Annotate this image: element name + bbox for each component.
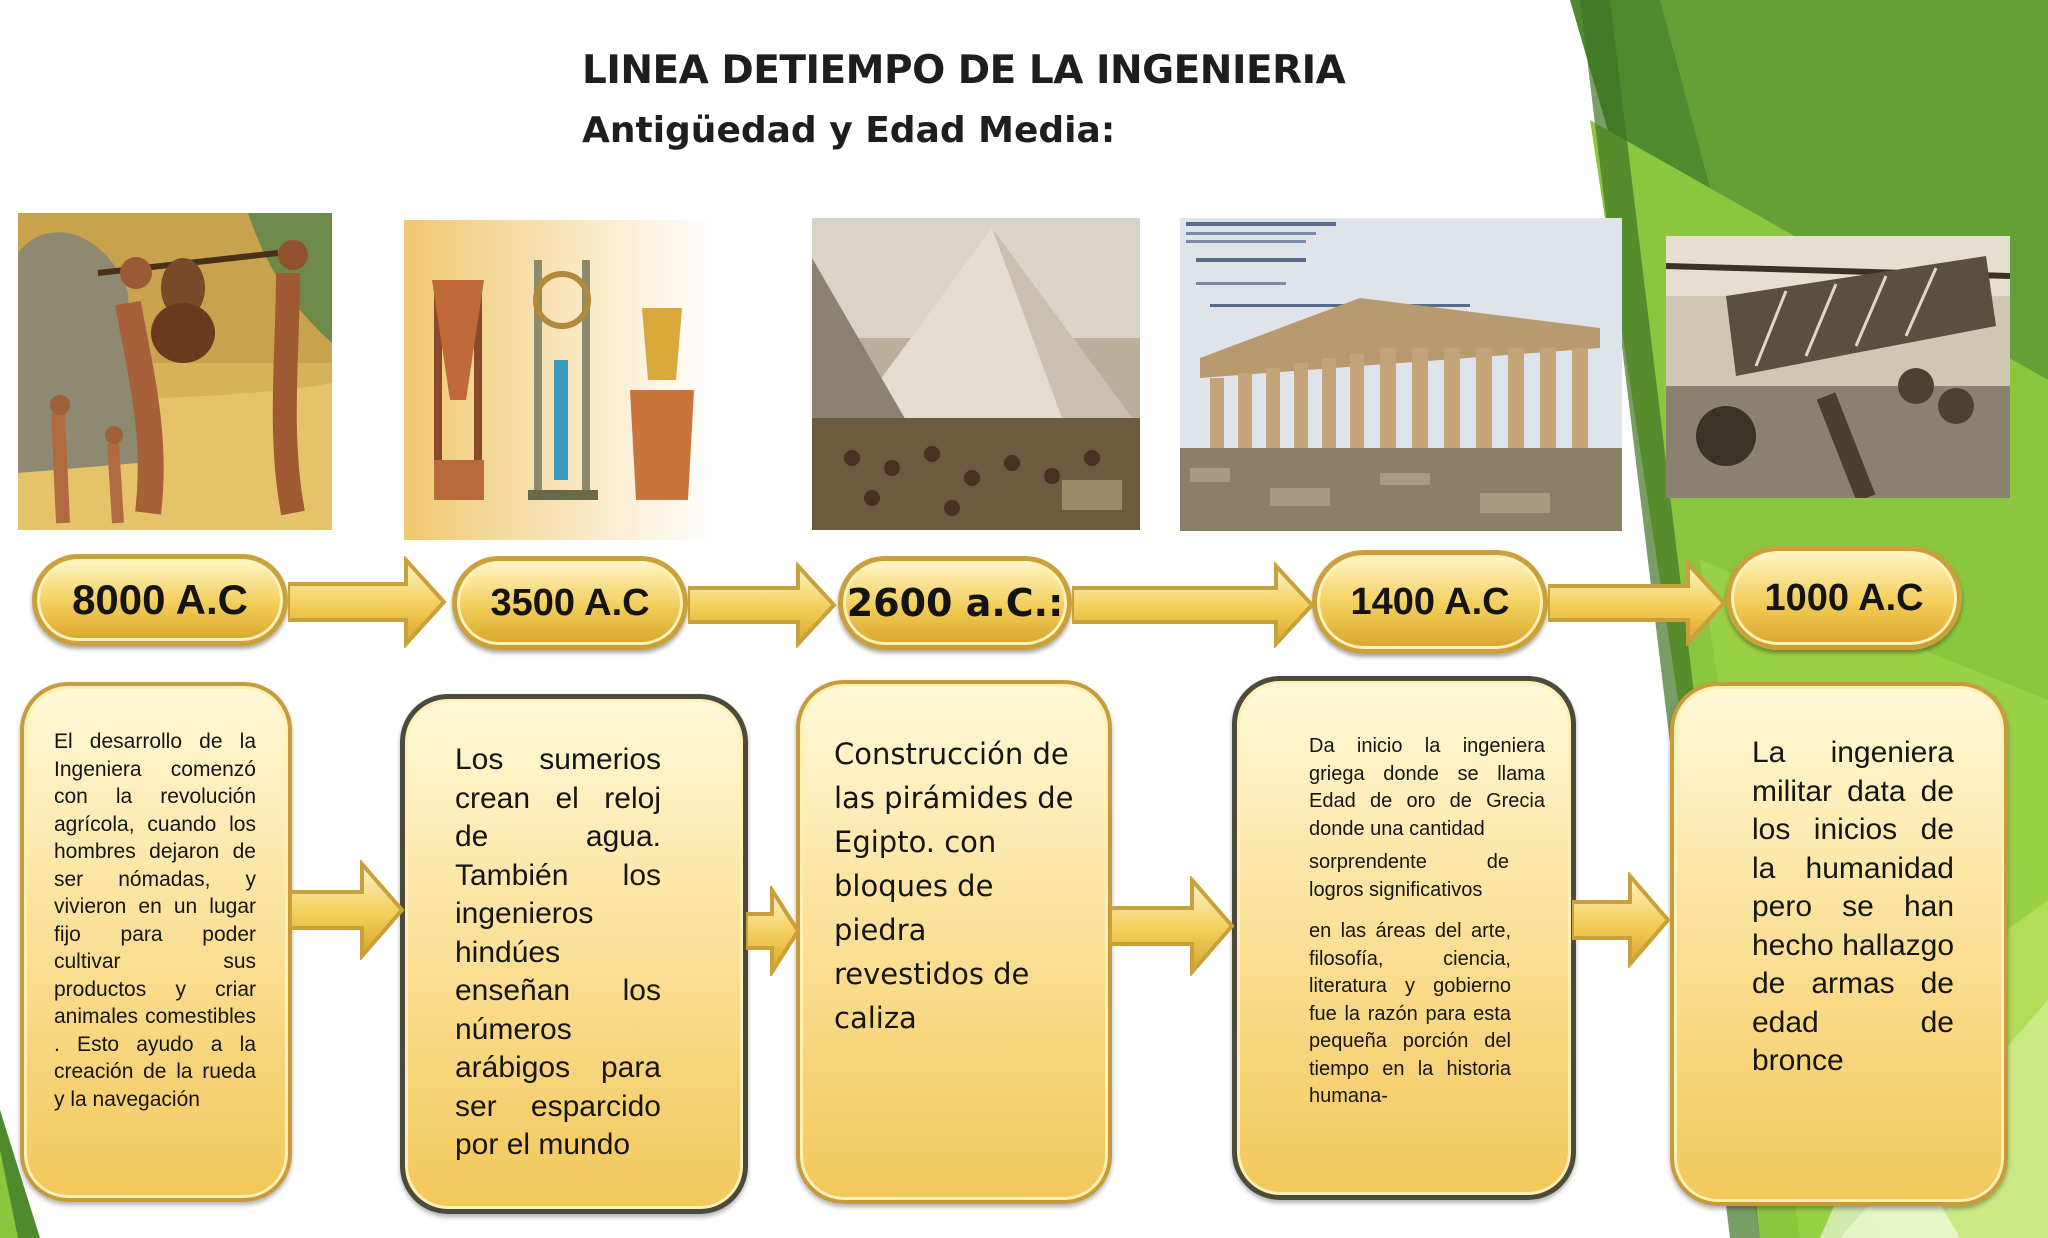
- connector-arrow: [290, 860, 405, 960]
- description-text: Los sumerios crean el reloj de agua. Tam…: [455, 743, 661, 1161]
- date-pill-2600: 2600 a.C.:: [838, 556, 1072, 650]
- description-part: en las áreas del arte, filosofía, cienci…: [1309, 920, 1511, 1107]
- pyramid-construction-image: [812, 218, 1140, 530]
- description-text: El desarrollo de la Ingeniera comenzó co…: [54, 730, 256, 1111]
- page-subtitle: Antigüedad y Edad Media:: [582, 110, 1116, 151]
- date-pill-1000: 1000 A.C: [1726, 546, 1962, 650]
- timeline-arrow: [288, 556, 447, 648]
- date-label: 8000 A.C: [72, 576, 248, 623]
- connector-arrow: [746, 886, 801, 976]
- timeline-arrow: [1548, 560, 1727, 646]
- date-label: 1400 A.C: [1350, 580, 1510, 623]
- page-title: LINEA DETIEMPO DE LA INGENIERIA: [582, 48, 1346, 93]
- date-label: 1000 A.C: [1764, 576, 1924, 619]
- description-text: Da inicio la ingeniera griega donde se l…: [1309, 733, 1545, 1111]
- date-label: 2600 a.C.:: [846, 581, 1064, 625]
- description-card-1400: Da inicio la ingeniera griega donde se l…: [1232, 676, 1576, 1200]
- description-part: sorprendente de logros significativos: [1309, 851, 1509, 901]
- timeline-arrow: [1072, 562, 1315, 648]
- parthenon-image: [1180, 218, 1622, 531]
- date-pill-3500: 3500 A.C: [452, 556, 688, 650]
- description-card-1000: La ingeniera militar data de los inicios…: [1670, 682, 2008, 1206]
- water-clocks-image: [404, 220, 712, 540]
- date-pill-8000: 8000 A.C: [32, 554, 288, 646]
- description-part: Da inicio la ingeniera griega donde se l…: [1309, 735, 1545, 840]
- date-label: 3500 A.C: [490, 581, 650, 624]
- connector-arrow: [1110, 876, 1235, 976]
- military-engineering-image: [1666, 236, 2010, 498]
- description-card-3500: Los sumerios crean el reloj de agua. Tam…: [400, 694, 748, 1214]
- connector-arrow: [1572, 872, 1671, 968]
- description-text: Construcción de las pirámides de Egipto.…: [834, 737, 1074, 1035]
- prehistoric-hunters-image: [18, 213, 332, 530]
- timeline-arrow: [688, 562, 837, 648]
- description-card-8000: El desarrollo de la Ingeniera comenzó co…: [20, 682, 292, 1202]
- date-pill-1400: 1400 A.C: [1312, 550, 1548, 654]
- description-text: La ingeniera militar data de los inicios…: [1752, 736, 1954, 1077]
- description-card-2600: Construcción de las pirámides de Egipto.…: [796, 680, 1112, 1204]
